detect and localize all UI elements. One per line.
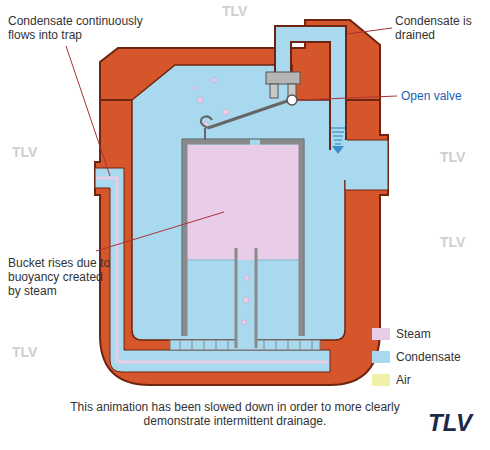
brand-logo: TLV bbox=[428, 410, 472, 436]
riser-wall bbox=[255, 248, 258, 348]
legend-text: Steam bbox=[396, 327, 431, 341]
outlet-join bbox=[331, 140, 347, 180]
callout-label: Condensate continuously flows into trap bbox=[8, 14, 168, 42]
legend-swatch bbox=[372, 328, 390, 340]
riser-tube bbox=[237, 248, 255, 348]
lid-joint bbox=[345, 99, 380, 101]
steam-bubbles bbox=[194, 78, 250, 325]
bucket-steam bbox=[187, 145, 299, 260]
callout-label: Open valve bbox=[401, 89, 486, 103]
legend-row: Air bbox=[372, 373, 482, 387]
legend-row: Condensate bbox=[372, 350, 482, 364]
valve-body bbox=[266, 72, 300, 84]
flow-arrow-head bbox=[332, 146, 344, 154]
inverted-bucket bbox=[185, 142, 301, 336]
bucket-hook bbox=[201, 116, 212, 128]
watermark: TLV bbox=[222, 4, 247, 18]
legend-text: Air bbox=[396, 373, 411, 387]
bucket-outline bbox=[182, 139, 304, 336]
watermark: TLV bbox=[12, 145, 37, 159]
watermark: TLV bbox=[12, 345, 37, 359]
trap-body bbox=[95, 20, 388, 385]
callout-label: Bucket rises due to buoyancy created by … bbox=[8, 256, 118, 298]
callout-label: Condensate is drained bbox=[395, 14, 485, 42]
lever-pivot bbox=[287, 95, 297, 105]
valve-seat bbox=[270, 84, 278, 98]
flow-arrow bbox=[331, 128, 345, 144]
legend-row: Steam bbox=[372, 327, 482, 341]
lever-arm bbox=[208, 100, 290, 128]
watermark: TLV bbox=[440, 235, 465, 249]
riser-wall bbox=[235, 248, 238, 348]
legend-swatch bbox=[372, 351, 390, 363]
leader-lines bbox=[66, 28, 397, 251]
riser-steam bbox=[237, 248, 255, 260]
outlet-channel bbox=[283, 34, 338, 150]
caption: This animation has been slowed down in o… bbox=[55, 400, 415, 428]
legend-swatch bbox=[372, 374, 390, 386]
lid-joint bbox=[100, 99, 132, 101]
hook-rod bbox=[204, 128, 206, 140]
watermark: TLV bbox=[440, 150, 465, 164]
legend-text: Condensate bbox=[396, 350, 461, 364]
outlet-port bbox=[345, 140, 388, 190]
outlet-channel-edge bbox=[283, 34, 338, 150]
